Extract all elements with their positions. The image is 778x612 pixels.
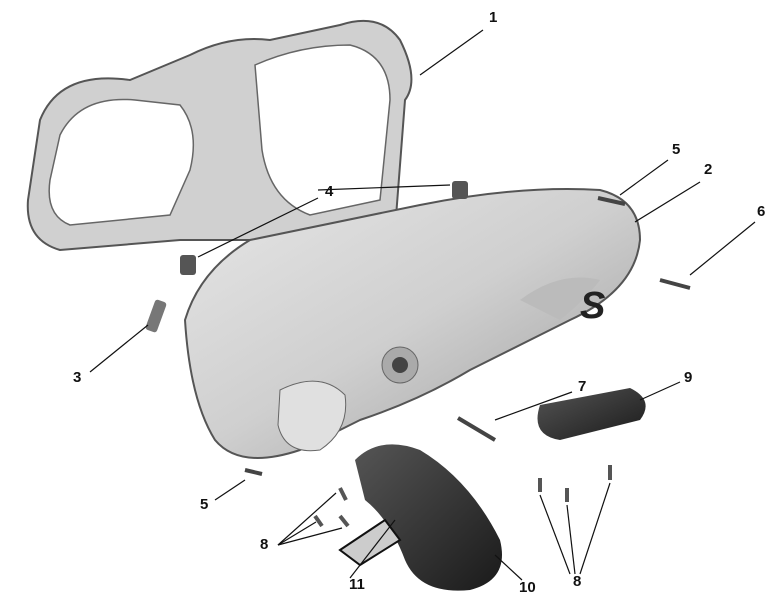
brand-logo: S xyxy=(580,285,605,327)
callout-5-top: 5 xyxy=(672,141,681,158)
crankcase-cover-part-2: S xyxy=(183,188,642,459)
pad-part-9 xyxy=(537,388,646,440)
callout-10: 10 xyxy=(519,579,536,596)
callout-9: 9 xyxy=(684,369,693,386)
dowel-part-4b xyxy=(180,255,196,275)
bolt-part-5b xyxy=(244,468,263,476)
callout-8-left: 8 xyxy=(260,536,269,553)
callout-1: 1 xyxy=(489,9,498,26)
bolt-part-6 xyxy=(659,278,691,290)
air-duct-part-10 xyxy=(355,444,502,591)
bolt-part-5a xyxy=(597,196,626,206)
screws-part-8 xyxy=(313,465,612,528)
callout-2: 2 xyxy=(704,161,713,178)
callout-8-right: 8 xyxy=(573,573,582,590)
filter-part-11 xyxy=(338,518,402,567)
callout-3: 3 xyxy=(73,369,82,386)
leader-lines xyxy=(89,29,756,581)
dowel-pin-part-3 xyxy=(145,299,167,333)
bolt-part-7 xyxy=(456,416,497,442)
callout-4: 4 xyxy=(325,183,334,200)
callout-7: 7 xyxy=(578,378,587,395)
gasket-part-1 xyxy=(26,19,413,254)
callout-5-bottom: 5 xyxy=(200,496,209,513)
dowel-part-4a xyxy=(452,181,468,199)
callout-11: 11 xyxy=(349,576,365,593)
callout-6: 6 xyxy=(757,203,766,220)
